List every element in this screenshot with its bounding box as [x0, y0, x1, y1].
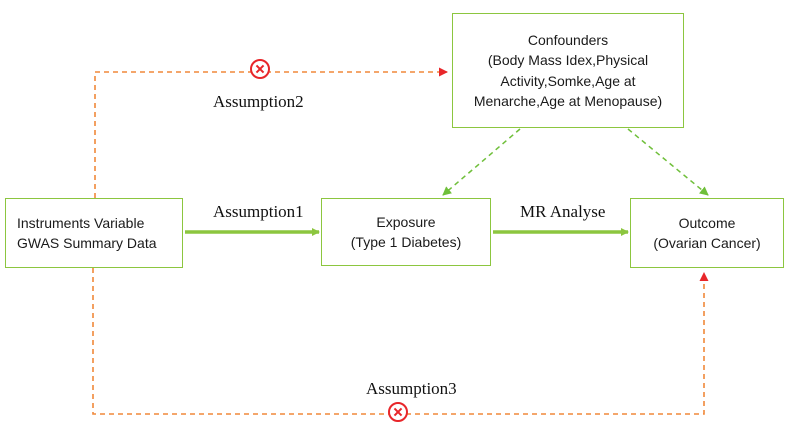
exposure-title: Exposure [376, 214, 436, 230]
node-confounders: Confounders (Body Mass Idex,Physical Act… [452, 13, 684, 128]
instruments-line-0: Instruments Variable [17, 215, 145, 231]
node-instruments: Instruments Variable GWAS Summary Data [5, 198, 183, 268]
outcome-title: Outcome [678, 215, 736, 231]
assumption1-label: Assumption1 [213, 202, 304, 221]
node-outcome: Outcome (Ovarian Cancer) [630, 198, 784, 268]
confounders-line-3: Menarche,Age at Menopause) [473, 93, 663, 109]
confounders-line-1: (Body Mass Idex,Physical [487, 52, 649, 68]
assumption2-label: Assumption2 [213, 92, 304, 111]
edge-confounders-outcome [627, 128, 709, 196]
exposure-detail: (Type 1 Diabetes) [350, 234, 462, 250]
edge-assumption2 [94, 67, 448, 198]
instruments-line-1: GWAS Summary Data [17, 235, 157, 251]
confounders-title: Confounders [527, 31, 609, 48]
x-circle-icon [388, 402, 408, 422]
confounders-line-2: Activity,Somke,Age at [500, 72, 636, 89]
assumption3-label: Assumption3 [366, 379, 457, 398]
edge-confounders-exposure [442, 128, 521, 196]
outcome-detail: (Ovarian Cancer) [653, 235, 761, 251]
mr-analyse-label: MR Analyse [520, 202, 606, 221]
x-circle-icon [250, 59, 270, 79]
node-exposure: Exposure (Type 1 Diabetes) [321, 198, 491, 266]
